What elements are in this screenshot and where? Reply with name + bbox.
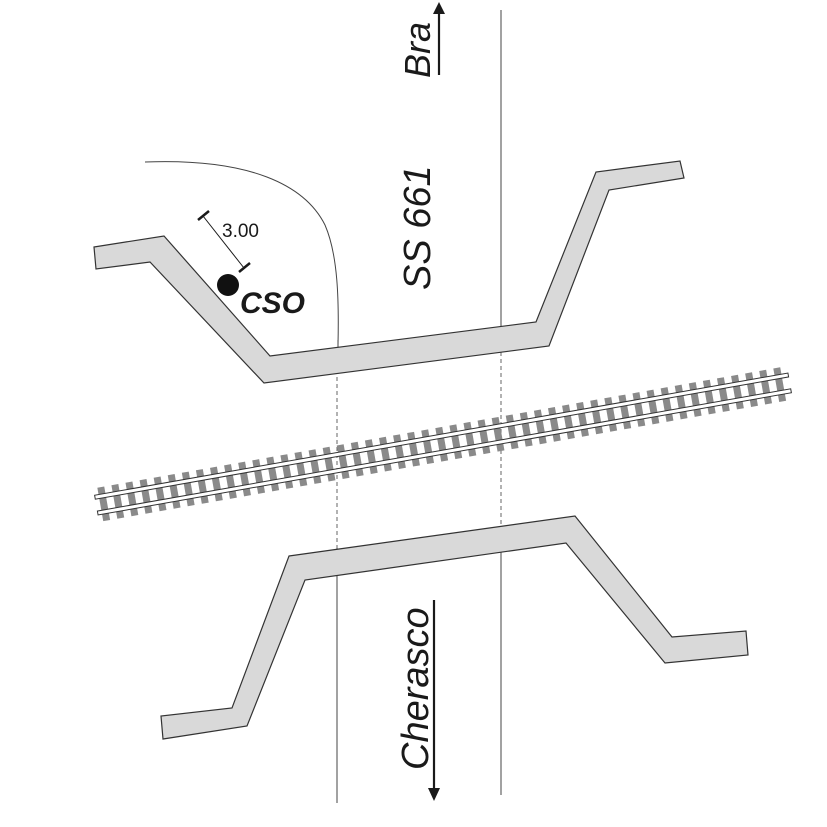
track-sleeper xyxy=(280,454,294,489)
curb-curve xyxy=(144,161,339,346)
track-sleeper xyxy=(209,466,223,502)
track-sleeper xyxy=(463,421,477,457)
road-edges xyxy=(144,10,502,803)
track-sleeper xyxy=(224,464,237,499)
track-sleeper xyxy=(336,444,350,479)
rail-bottom-outer xyxy=(96,388,792,516)
barrier-south xyxy=(160,515,749,740)
track-sleeper xyxy=(562,404,575,440)
rail-top-outer xyxy=(94,372,790,500)
track-sleeper xyxy=(308,449,322,484)
arrow-south-head xyxy=(428,788,440,801)
label-south-direction: Cherasco xyxy=(395,607,437,770)
track-sleeper xyxy=(759,369,773,405)
track-sleeper xyxy=(167,474,181,509)
track-sleeper xyxy=(731,374,744,410)
track-sleeper xyxy=(111,483,125,519)
arrow-north xyxy=(433,2,445,75)
track-sleeper xyxy=(195,469,209,504)
track-sleeper xyxy=(139,479,153,514)
dimension-line xyxy=(202,215,245,269)
cso-point xyxy=(217,274,239,296)
track-sleeper xyxy=(688,382,702,417)
track-sleeper xyxy=(716,377,730,412)
track-sleeper xyxy=(125,481,139,517)
dimension-tick-end xyxy=(238,262,251,273)
track-sleeper xyxy=(519,411,533,447)
label-north-direction: Bra xyxy=(397,22,438,78)
track-sleeper xyxy=(350,441,364,477)
track-sleeper xyxy=(421,429,435,465)
track-sleepers xyxy=(97,367,787,522)
track-sleeper xyxy=(449,424,463,460)
track-sleeper xyxy=(533,409,547,445)
track-sleeper xyxy=(378,436,392,472)
track-sleeper xyxy=(632,392,646,427)
track-sleeper xyxy=(590,399,604,435)
track-sleeper xyxy=(364,439,378,474)
label-cso: CSO xyxy=(240,287,305,320)
track-sleeper xyxy=(294,451,308,487)
track-sleeper xyxy=(266,456,280,492)
track-sleeper xyxy=(604,397,618,432)
track-sleeper xyxy=(322,446,336,482)
track-sleeper xyxy=(745,372,758,407)
track-sleeper xyxy=(505,414,519,450)
track-sleeper xyxy=(477,419,491,455)
track-sleeper xyxy=(252,459,266,494)
track-sleeper xyxy=(576,402,589,437)
track-sleeper xyxy=(393,434,406,470)
arrow-north-head xyxy=(433,2,445,14)
track-sleeper xyxy=(181,471,195,507)
track-sleeper xyxy=(491,416,505,452)
track-sleeper xyxy=(238,461,251,497)
track-sleeper xyxy=(646,389,660,425)
label-distance: 3.00 xyxy=(222,221,259,242)
track-sleeper xyxy=(773,367,787,402)
track-sleeper xyxy=(702,379,716,415)
barrier-north xyxy=(93,160,685,384)
track-sleeper xyxy=(97,486,111,522)
track-sleeper xyxy=(435,426,449,462)
track-sleeper xyxy=(660,387,674,422)
track-sleeper xyxy=(674,384,688,420)
track-sleeper xyxy=(547,407,561,442)
dimension-tick-start xyxy=(197,210,210,221)
distance-dimension xyxy=(197,210,251,273)
track-sleeper xyxy=(618,394,632,430)
label-road-name: SS 661 xyxy=(397,165,439,290)
track-sleeper xyxy=(153,476,167,512)
arrow-south xyxy=(428,600,440,801)
railway-track xyxy=(94,367,792,522)
track-sleeper xyxy=(407,431,420,467)
